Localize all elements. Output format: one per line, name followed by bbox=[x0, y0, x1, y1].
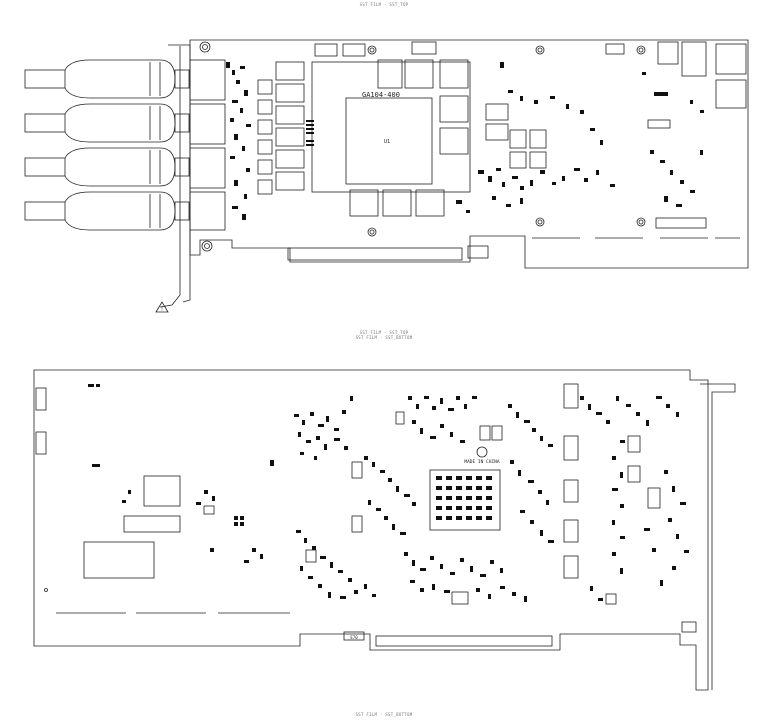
bottom-board-outline bbox=[33, 369, 709, 691]
gpu-label: GA104-400 bbox=[362, 91, 400, 99]
bottom-edge-connector bbox=[375, 635, 553, 647]
bottom-board-smd-components bbox=[196, 396, 689, 602]
top-board-outline bbox=[189, 39, 749, 269]
bottom-io-bracket bbox=[700, 383, 736, 690]
warning-icon bbox=[155, 301, 169, 313]
io-bracket bbox=[168, 44, 191, 303]
svg-text:!: ! bbox=[160, 307, 163, 313]
top-board-smd-components bbox=[226, 62, 704, 220]
bottom-gpu-footprint bbox=[429, 469, 501, 531]
edge-label: E70 bbox=[350, 635, 358, 640]
gpu-marking: MADE IN CHINA bbox=[464, 459, 500, 465]
bottom-caption: SST FILM - SST_BOTTOM bbox=[355, 712, 413, 717]
svg-text:U1: U1 bbox=[384, 139, 390, 145]
vrm-inductors bbox=[257, 61, 305, 195]
display-cables bbox=[24, 59, 190, 231]
middle-caption: SST FILM - SST_TOP SST FILM - SST_BOTTOM bbox=[355, 330, 413, 340]
gpu-die bbox=[345, 97, 433, 185]
top-header-caption: SST FILM - SST_TOP bbox=[359, 2, 409, 7]
gpu-substrate bbox=[311, 61, 471, 193]
